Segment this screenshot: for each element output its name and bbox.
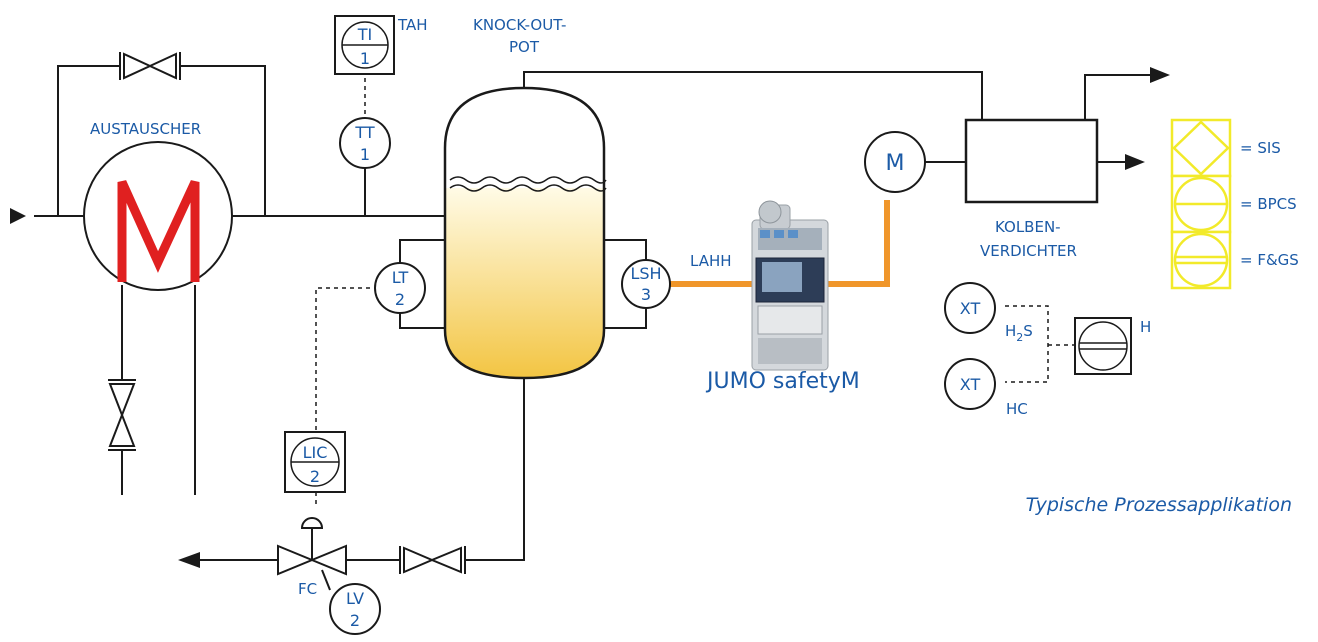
safety-wiring [668, 200, 890, 287]
instrument-xt-h2s: XT [944, 282, 996, 334]
knock-out-vessel [443, 86, 607, 380]
jumo-safetym-device [751, 200, 829, 371]
drain-valve-vertical [108, 379, 136, 451]
bypass-valve [119, 52, 181, 80]
label-kolben-2: VERDICHTER [980, 242, 1077, 260]
ti-tag: TI [357, 25, 373, 44]
outlet-arrow-right [1125, 154, 1145, 170]
instrument-lsh: LSH 3 [621, 259, 671, 309]
liquid-surface-2 [449, 184, 607, 192]
lv-tag: LV [346, 589, 364, 608]
lsh-tag: LSH [630, 264, 661, 283]
label-hc: HC [1006, 400, 1028, 418]
process-lines [34, 65, 1150, 561]
lic-loop: 2 [310, 467, 320, 486]
lic-tag: LIC [303, 443, 328, 462]
instrument-xt-hc: XT [944, 358, 996, 410]
control-valve [277, 517, 347, 591]
drain-arrow [178, 552, 200, 568]
label-h: H [1140, 318, 1151, 336]
fgs-logic-h [1074, 317, 1132, 375]
drain-line-valve [399, 546, 466, 574]
lt-tag: LT [392, 268, 409, 287]
caption: Typische Prozessapplikation [1026, 494, 1292, 516]
label-knockout-2: POT [509, 38, 540, 56]
instrument-tt: TT 1 [339, 117, 391, 169]
ti-loop: 1 [360, 49, 370, 68]
legend [1170, 118, 1232, 290]
motor-tag: M [886, 151, 905, 176]
lsh-loop: 3 [641, 285, 651, 304]
xt2-tag: XT [960, 375, 981, 394]
instrument-lt: LT 2 [374, 262, 426, 314]
instrument-ti: TI 1 [334, 15, 395, 75]
label-lahh: LAHH [690, 252, 732, 270]
label-fc: FC [298, 580, 317, 598]
label-kolben-1: KOLBEN- [995, 218, 1061, 236]
exchanger-coil [117, 180, 200, 282]
tt-loop: 1 [360, 145, 370, 164]
legend-label-fgs: = F&GS [1240, 251, 1299, 269]
tt-tag: TT [354, 123, 374, 142]
legend-label-sis: = SIS [1240, 139, 1281, 157]
compressor-box [964, 118, 1099, 204]
outlet-arrow-top [1150, 67, 1170, 83]
liquid-surface-1 [449, 176, 607, 184]
legend-fgs-symbol [1170, 230, 1232, 290]
label-austauscher: AUSTAUSCHER [90, 120, 201, 138]
instrument-lic: LIC 2 [284, 431, 346, 493]
instrument-lv: LV 2 [329, 583, 381, 635]
motor: M [864, 131, 926, 193]
label-tah: TAH [397, 16, 428, 34]
label-knockout-1: KNOCK-OUT- [473, 16, 566, 34]
xt1-tag: XT [960, 299, 981, 318]
legend-bpcs-symbol [1170, 174, 1232, 234]
legend-sis-symbol [1170, 118, 1232, 178]
heat-exchanger [83, 141, 233, 291]
legend-label-bpcs: = BPCS [1240, 195, 1297, 213]
lt-loop: 2 [395, 290, 405, 309]
lv-loop: 2 [350, 611, 360, 630]
label-h2s: H2S [1005, 322, 1033, 344]
brand-label: JUMO safetyM [705, 369, 860, 394]
inlet-arrow [10, 208, 26, 224]
valves [108, 52, 466, 591]
signal-lines [315, 78, 1075, 508]
